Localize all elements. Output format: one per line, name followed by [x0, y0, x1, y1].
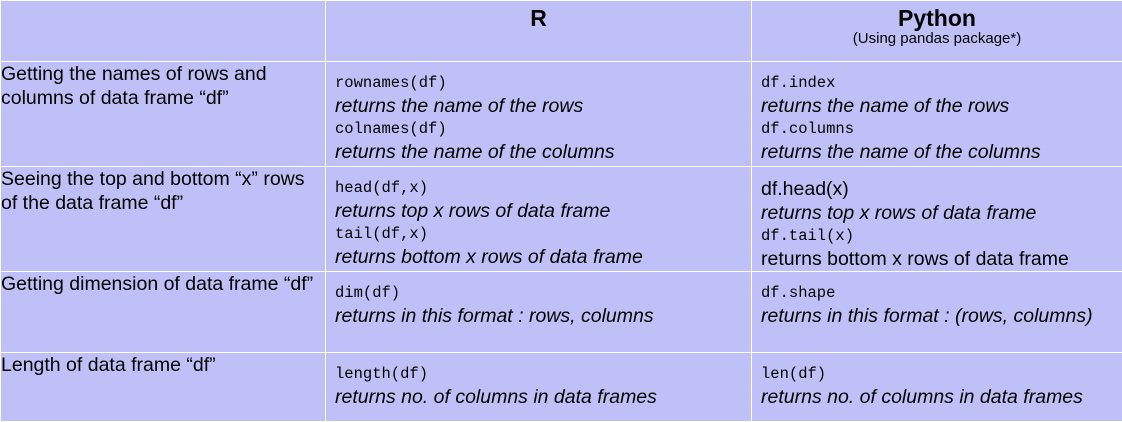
header-empty-cell — [1, 1, 326, 62]
table-row: Getting the names of rows and columns of… — [1, 62, 1122, 167]
python-code: len(df) — [761, 363, 1116, 385]
r-column-title: R — [326, 6, 751, 30]
python-cell: df.head(x) returns top x rows of data fr… — [752, 167, 1122, 272]
python-description: returns no. of columns in data frames — [761, 385, 1116, 409]
table-row: Seeing the top and bottom “x” rows of th… — [1, 167, 1122, 272]
r-code: tail(df,x) — [335, 223, 745, 245]
r-description: returns the name of the rows — [335, 94, 745, 118]
python-description: returns in this format : (rows, columns) — [761, 304, 1116, 328]
table-row: Getting dimension of data frame “df” dim… — [1, 272, 1122, 353]
r-code: length(df) — [335, 363, 745, 385]
python-description: returns top x rows of data frame — [761, 201, 1116, 225]
python-description: returns the name of the rows — [761, 94, 1116, 118]
header-r-cell: R — [326, 1, 752, 62]
table-row: Length of data frame “df” length(df) ret… — [1, 353, 1122, 422]
python-cell: df.shape returns in this format : (rows,… — [752, 272, 1122, 353]
header-python-cell: Python (Using pandas package*) — [752, 1, 1122, 62]
python-code: df.head(x) — [761, 177, 1116, 201]
task-cell: Length of data frame “df” — [1, 353, 326, 422]
r-code: head(df,x) — [335, 177, 745, 199]
r-description: returns no. of columns in data frames — [335, 385, 745, 409]
r-cell: dim(df) returns in this format : rows, c… — [326, 272, 752, 353]
python-description: returns bottom x rows of data frame — [761, 247, 1116, 271]
python-code: df.index — [761, 72, 1116, 94]
task-cell: Getting dimension of data frame “df” — [1, 272, 326, 353]
header-row: R Python (Using pandas package*) — [1, 1, 1122, 62]
task-cell: Seeing the top and bottom “x” rows of th… — [1, 167, 326, 272]
python-code: df.tail(x) — [761, 225, 1116, 247]
python-code: df.columns — [761, 118, 1116, 140]
r-cell: rownames(df) returns the name of the row… — [326, 62, 752, 167]
r-description: returns top x rows of data frame — [335, 199, 745, 223]
r-code: dim(df) — [335, 282, 745, 304]
r-cell: head(df,x) returns top x rows of data fr… — [326, 167, 752, 272]
r-code: rownames(df) — [335, 72, 745, 94]
r-description: returns the name of the columns — [335, 140, 745, 164]
task-cell: Getting the names of rows and columns of… — [1, 62, 326, 167]
python-code: df.shape — [761, 282, 1116, 304]
r-description: returns bottom x rows of data frame — [335, 245, 745, 269]
python-column-title: Python — [752, 6, 1122, 30]
r-code: colnames(df) — [335, 118, 745, 140]
r-cell: length(df) returns no. of columns in dat… — [326, 353, 752, 422]
python-cell: len(df) returns no. of columns in data f… — [752, 353, 1122, 422]
r-description: returns in this format : rows, columns — [335, 304, 745, 328]
python-column-subtitle: (Using pandas package*) — [752, 30, 1122, 48]
python-description: returns the name of the columns — [761, 140, 1116, 164]
python-cell: df.index returns the name of the rows df… — [752, 62, 1122, 167]
